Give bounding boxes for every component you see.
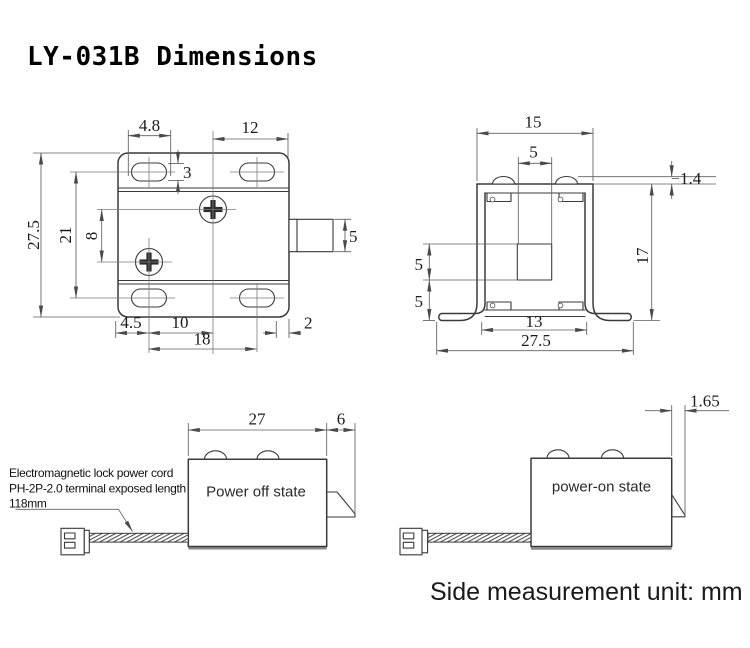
units-caption: Side measurement unit: mm — [430, 578, 743, 606]
connector-pin — [63, 532, 76, 540]
dim-slot-spacing: 18 — [194, 330, 211, 349]
lock-body-side — [187, 458, 328, 548]
leader-line — [15, 508, 133, 532]
connector-housing — [60, 527, 85, 556]
dim-body-height: 17 — [633, 247, 652, 265]
pole-bump — [600, 449, 625, 459]
state-label-off: Power off state — [206, 484, 306, 501]
pole-tab — [486, 301, 512, 311]
pole-tab — [486, 192, 512, 203]
dim-latch-out-off: 6 — [337, 410, 346, 429]
connector-pin — [63, 541, 76, 549]
pole-bump — [491, 176, 516, 185]
power-off-view: Power off state 27 6 Electromagnetic loc… — [9, 410, 356, 556]
dim-center-to-edge: 12 — [242, 118, 259, 137]
dim-inner-width: 13 — [526, 312, 543, 331]
dim-overall-height: 27.5 — [24, 220, 43, 250]
rivet-hole — [489, 196, 496, 203]
latch-extended — [326, 491, 356, 518]
front-dimensions: 4.8 12 3 27.5 21 8 5 — [24, 116, 358, 352]
dim-bolt-width: 5 — [529, 143, 538, 162]
front-view: 4.8 12 3 27.5 21 8 5 — [24, 116, 358, 354]
dim-screw-spacing: 8 — [82, 232, 101, 241]
dim-slot-to-edge: 2 — [304, 314, 313, 333]
connector-collar — [421, 529, 429, 554]
bolt-section — [516, 243, 553, 281]
pole-bump — [203, 450, 228, 460]
bracket-right-wall — [584, 183, 632, 322]
rivet-hole — [489, 302, 496, 309]
latch-bolt — [288, 218, 334, 253]
rivet-hole — [557, 302, 564, 309]
connector-pin — [402, 532, 415, 540]
front-body-outline — [117, 152, 334, 318]
dim-bolt-square: 5 — [415, 255, 424, 274]
pole-bump — [256, 450, 280, 460]
side-view: 15 5 1.4 17 5 5 — [415, 113, 716, 355]
pole-bump — [554, 176, 579, 185]
dim-edge-to-slot: 4.5 — [120, 313, 141, 332]
power-on-dimensions: 1.65 — [645, 392, 729, 517]
dim-latch-out-on: 1.65 — [690, 392, 720, 411]
rivet-hole — [557, 196, 564, 203]
power-on-view: power-on state 1.65 — [399, 392, 729, 556]
connector-housing — [399, 527, 423, 556]
dim-bump-height: 1.4 — [680, 169, 702, 188]
connector-collar — [83, 529, 90, 554]
power-off-dimensions: 27 6 — [15, 410, 356, 532]
dim-body-width: 15 — [525, 113, 542, 132]
dim-slot-length: 4.8 — [139, 116, 160, 135]
power-cable — [88, 532, 189, 543]
annotation-line1: Electromagnetic lock power cord — [9, 466, 173, 480]
latch-retracted — [671, 493, 686, 518]
side-dimensions: 15 5 1.4 17 5 5 — [415, 113, 716, 355]
dim-body-length: 27 — [249, 410, 267, 429]
dim-bolt-height: 5 — [349, 227, 358, 246]
lock-body-side — [530, 457, 673, 548]
connector-pin — [402, 541, 415, 549]
state-label-on: power-on state — [552, 479, 651, 496]
pole-bump — [546, 449, 570, 459]
annotation-line2: PH-2P-2.0 terminal exposed length — [9, 482, 186, 496]
dim-flange-width: 27.5 — [521, 331, 551, 350]
dim-lower-gap: 5 — [415, 292, 424, 311]
dim-slot-height: 3 — [183, 163, 192, 182]
cable-annotation: Electromagnetic lock power cord PH-2P-2.… — [9, 466, 186, 511]
dim-slot-row-spacing: 21 — [56, 227, 75, 244]
power-cable — [427, 532, 532, 543]
annotation-line3: 118mm — [9, 497, 47, 511]
page-title: LY-031B Dimensions — [27, 42, 318, 72]
bracket-left-wall — [438, 183, 486, 322]
dim-slot-to-center: 10 — [172, 313, 189, 332]
side-bracket-outline — [438, 176, 632, 322]
